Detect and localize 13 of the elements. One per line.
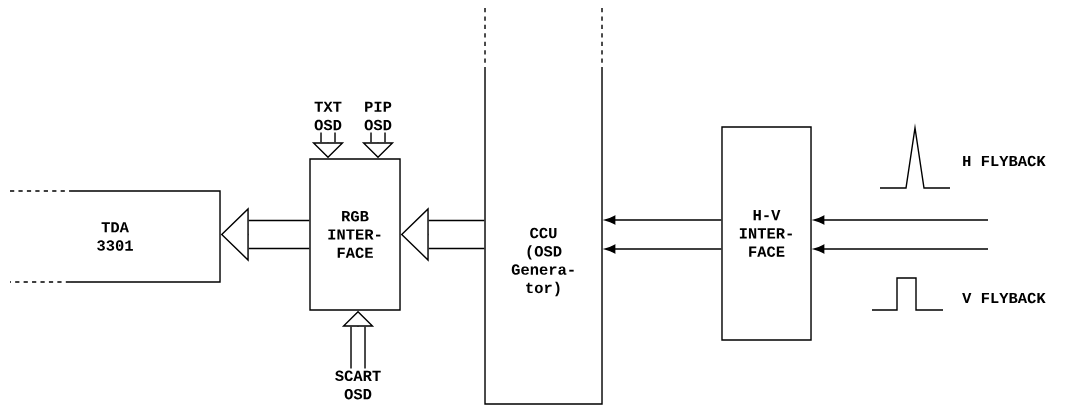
signal-label: V FLYBACK [962,292,1046,304]
arrow [813,244,989,254]
interface-box: H-V INTER- FACE [721,126,812,341]
signal-label: H FLYBACK [963,155,1046,167]
signal-label: SCART OSD [335,370,381,400]
signal-label: TXT OSD [314,101,342,131]
chip-box: TDA 3301 [9,190,221,283]
interface-box: RGB INTER- FACE [309,158,401,311]
arrow [604,215,722,225]
arrow [813,215,989,225]
generator-box: CCU (OSD Genera- tor) [484,7,603,405]
arrow [604,244,722,254]
signal-label: PIP OSD [364,101,392,131]
